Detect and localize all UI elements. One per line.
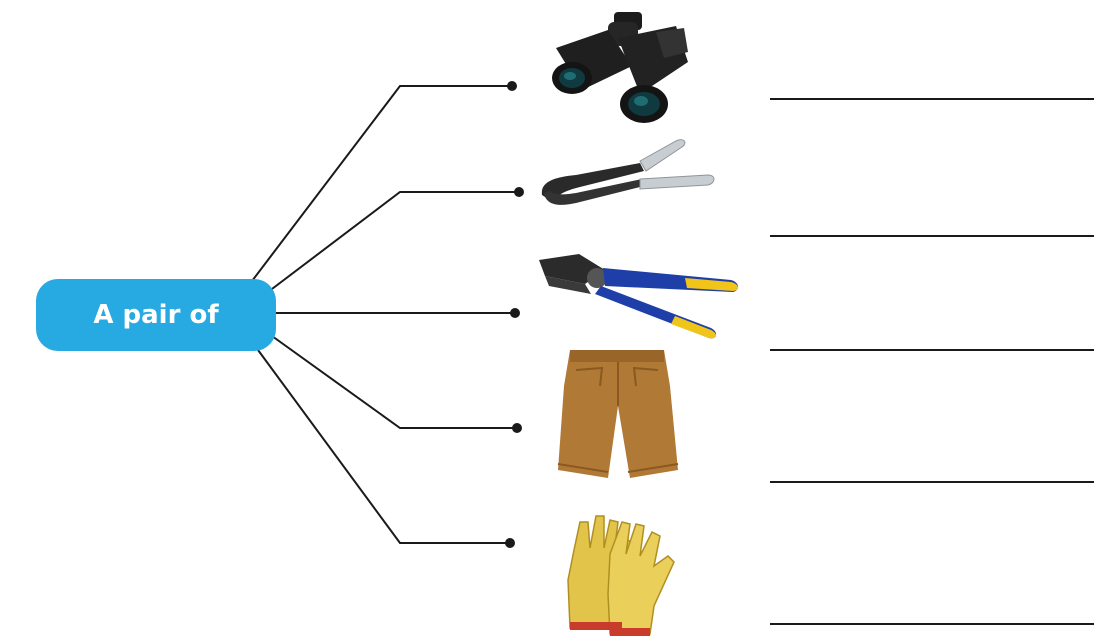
connector-shorts [272,336,517,428]
answer-line-4[interactable] [770,481,1094,483]
shorts-icon [556,346,680,486]
center-label-text: A pair of [93,300,218,330]
connector-dot-pliers [510,308,520,318]
connector-dot-tongs [514,187,524,197]
gloves-icon [550,510,682,639]
center-label: A pair of [36,279,276,351]
answer-line-3[interactable] [770,349,1094,351]
connector-dot-shorts [512,423,522,433]
answer-line-2[interactable] [770,235,1094,237]
answer-line-1[interactable] [770,98,1094,100]
connector-tongs [268,192,519,292]
binoculars-icon [548,8,692,126]
tongs-icon [536,133,718,213]
connector-dot-binoculars [507,81,517,91]
pliers-icon [535,250,745,345]
connector-gloves [258,350,510,543]
connector-dot-gloves [505,538,515,548]
connector-binoculars [252,86,512,281]
answer-line-5[interactable] [770,623,1094,625]
